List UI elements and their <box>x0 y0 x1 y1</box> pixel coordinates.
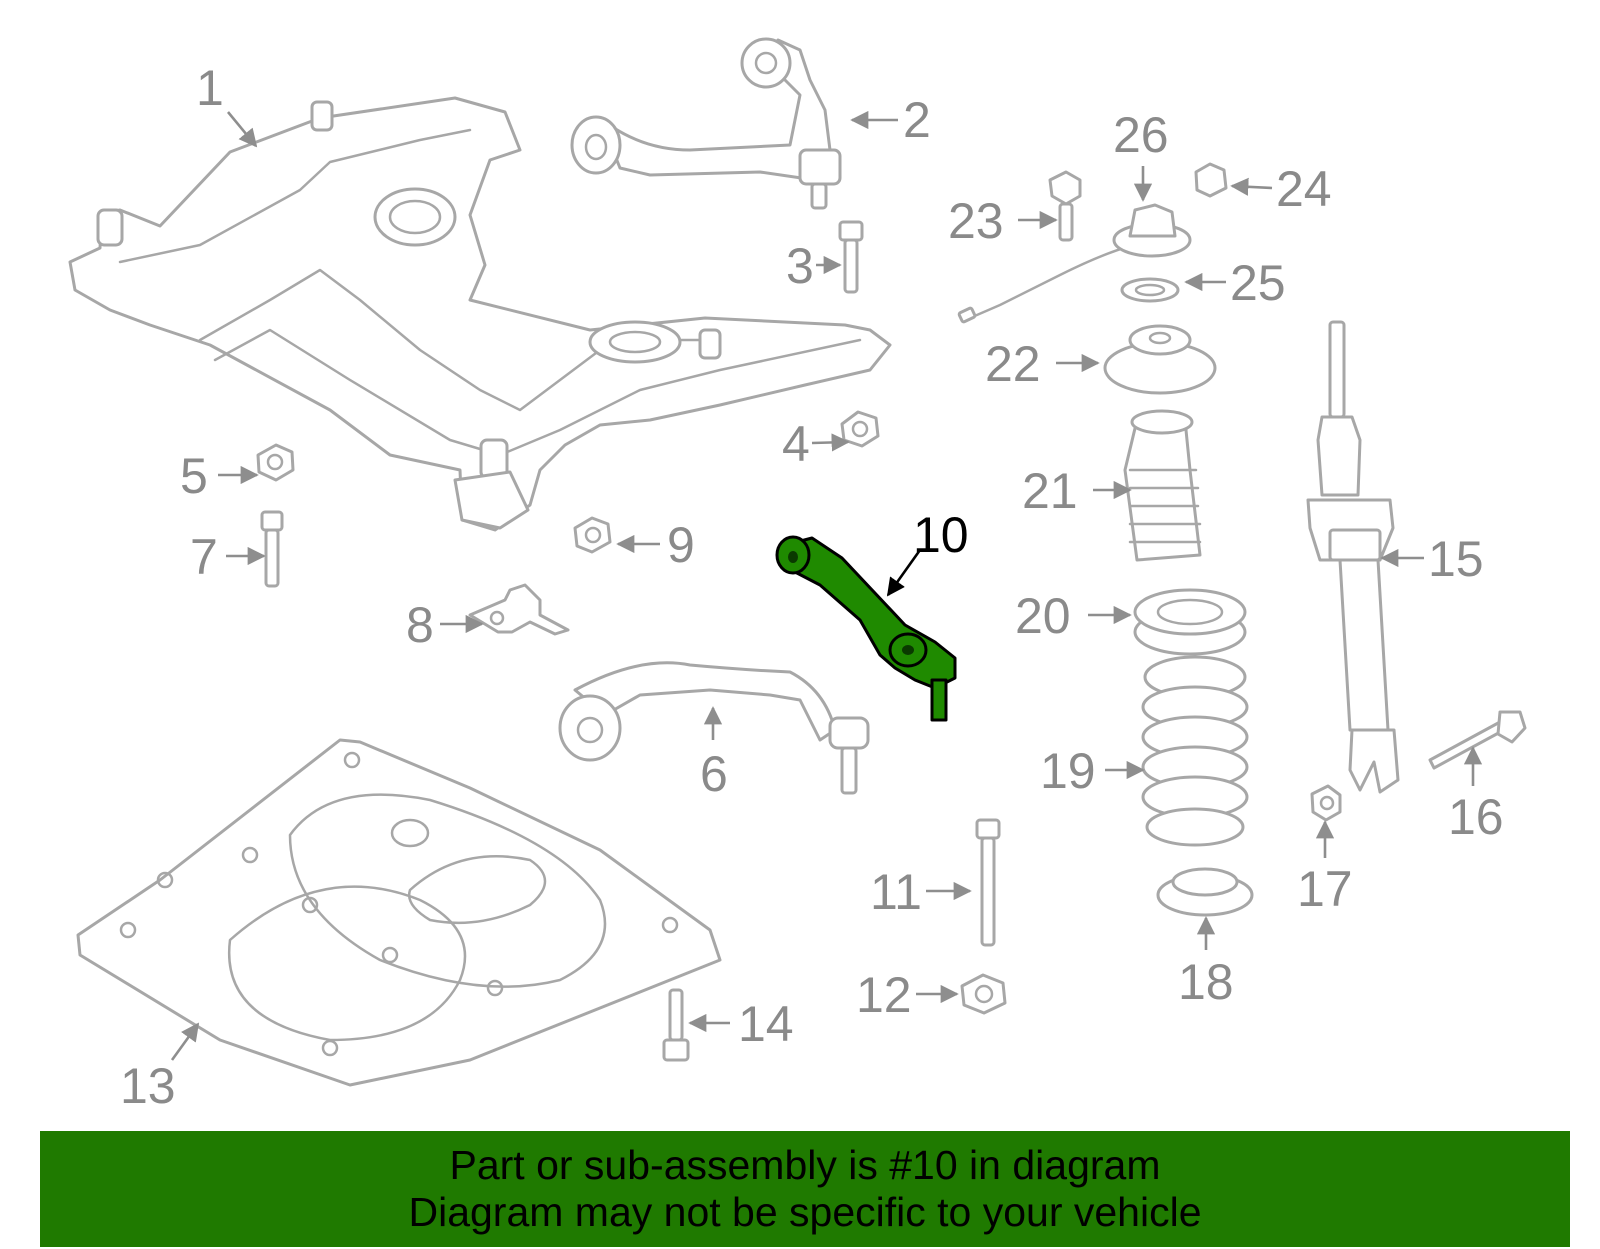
leader-lines <box>170 110 1483 1061</box>
info-banner: Part or sub-assembly is #10 in diagram D… <box>40 1131 1570 1247</box>
callout-9: 9 <box>667 517 695 573</box>
part-25-washer[interactable] <box>1120 277 1180 303</box>
callout-16: 16 <box>1448 789 1504 845</box>
callout-11: 11 <box>870 864 922 920</box>
part-8-bracket[interactable] <box>468 583 570 636</box>
part-26-top-mount[interactable] <box>957 203 1192 324</box>
callout-6: 6 <box>700 746 728 802</box>
banner-line-1: Part or sub-assembly is #10 in diagram <box>449 1142 1161 1188</box>
part-2-upper-arm[interactable] <box>570 37 842 210</box>
callout-12: 12 <box>856 967 912 1023</box>
callout-22: 22 <box>985 336 1041 392</box>
part-17-nut[interactable] <box>1310 784 1342 822</box>
callout-7: 7 <box>190 529 218 585</box>
callout-23: 23 <box>948 193 1004 249</box>
callout-20: 20 <box>1015 588 1071 644</box>
part-10-control-arm[interactable] <box>775 535 957 722</box>
banner-line-2: Diagram may not be specific to your vehi… <box>408 1189 1202 1235</box>
callout-3: 3 <box>786 238 814 294</box>
part-23-bolt[interactable] <box>1048 170 1082 242</box>
part-18-spring-seat[interactable] <box>1156 867 1254 917</box>
part-5-nut[interactable] <box>256 443 295 482</box>
callout-21: 21 <box>1022 463 1078 519</box>
callout-18: 18 <box>1178 954 1234 1010</box>
part-7-bolt[interactable] <box>260 510 284 588</box>
part-21-bump-stop[interactable] <box>1123 409 1202 562</box>
callout-8: 8 <box>406 597 434 653</box>
part-24-nut[interactable] <box>1194 162 1228 198</box>
part-12-nut[interactable] <box>960 973 1007 1015</box>
part-11-bolt[interactable] <box>975 818 1001 947</box>
part-22-strut-mount[interactable] <box>1103 324 1217 395</box>
callout-4: 4 <box>782 416 810 472</box>
part-1-subframe[interactable] <box>68 96 892 532</box>
callout-labels: 1 2 3 4 5 6 7 8 9 10 11 12 13 14 15 16 1… <box>120 60 1504 1114</box>
callout-25: 25 <box>1230 255 1286 311</box>
callout-19: 19 <box>1040 743 1096 799</box>
callout-15: 15 <box>1428 531 1484 587</box>
callout-2: 2 <box>903 92 931 148</box>
callout-17: 17 <box>1297 861 1353 917</box>
part-16-bolt[interactable] <box>1428 710 1527 770</box>
part-14-bolt[interactable] <box>662 988 690 1062</box>
callout-13: 13 <box>120 1058 176 1114</box>
part-9-nut[interactable] <box>573 516 612 554</box>
callout-1: 1 <box>196 60 224 116</box>
part-3-bolt[interactable] <box>838 220 864 294</box>
callout-5: 5 <box>180 448 208 504</box>
part-15-shock[interactable] <box>1306 320 1400 794</box>
part-6-lower-arm[interactable] <box>558 661 870 795</box>
callout-26: 26 <box>1113 107 1169 163</box>
callout-24: 24 <box>1276 161 1332 217</box>
callout-14: 14 <box>738 996 794 1052</box>
part-19-coil-spring[interactable] <box>1141 655 1249 847</box>
part-20-spring-seat[interactable] <box>1133 588 1247 656</box>
part-13-shield[interactable] <box>76 738 722 1087</box>
callout-10: 10 <box>913 507 969 563</box>
